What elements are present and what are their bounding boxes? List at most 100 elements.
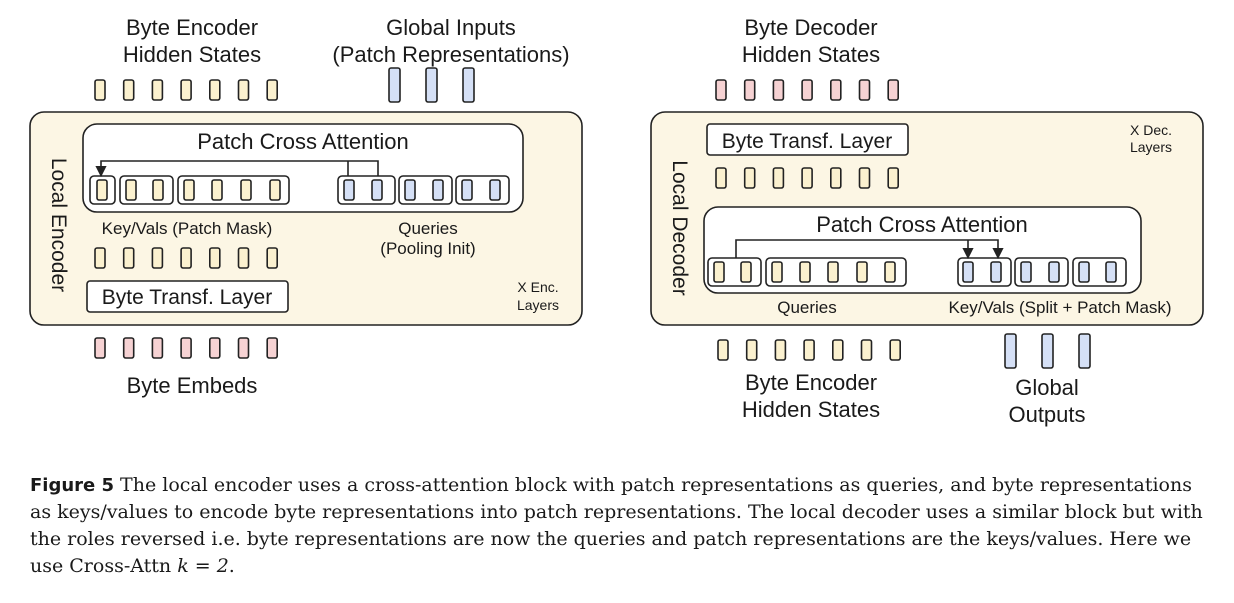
global-inputs-row bbox=[388, 67, 475, 103]
token-cell bbox=[152, 179, 164, 201]
token-cell bbox=[240, 179, 252, 201]
hidden-state-token bbox=[94, 79, 106, 101]
hidden-state-token bbox=[209, 79, 221, 101]
decoder-panel-label: Local Decoder bbox=[668, 160, 691, 295]
token-cell bbox=[183, 179, 195, 201]
caption-text: The local encoder uses a cross-attention… bbox=[30, 474, 1203, 577]
hidden-state-token bbox=[801, 167, 813, 189]
token-cell bbox=[1105, 261, 1117, 283]
decoder-hidden-row bbox=[715, 167, 900, 189]
decoder-hidden-token bbox=[858, 79, 871, 101]
token-cell bbox=[771, 261, 783, 283]
hidden-state-token bbox=[209, 247, 221, 269]
hidden-state-token bbox=[180, 247, 192, 269]
decoder-hidden-token bbox=[801, 79, 813, 101]
encoder-x-layers-label-2: Layers bbox=[517, 297, 559, 313]
decoder-input-row bbox=[717, 339, 902, 361]
token-cell bbox=[799, 261, 811, 283]
caption-math: k = 2 bbox=[177, 555, 229, 577]
token-cell bbox=[1048, 261, 1060, 283]
local-decoder: Byte Decoder Hidden States Local Decoder… bbox=[650, 15, 1204, 427]
encoder-panel-label: Local Encoder bbox=[47, 158, 70, 292]
decoder-bottom-label-1: Byte Encoder bbox=[745, 370, 877, 395]
hidden-state-token bbox=[122, 79, 135, 101]
encoder-layer-label: Byte Transf. Layer bbox=[102, 286, 272, 309]
decoder-byte-transformer-layer bbox=[706, 123, 909, 156]
patch-representation-token bbox=[425, 67, 438, 103]
token-cell bbox=[884, 261, 896, 283]
byte-embeds-row bbox=[94, 337, 279, 359]
byte-embed-token bbox=[237, 337, 250, 359]
encoder-top-label-2: Hidden States bbox=[123, 42, 261, 67]
encoder-pca-title: Patch Cross Attention bbox=[197, 129, 409, 154]
encoder-pca-cells bbox=[89, 175, 510, 205]
global-output-token bbox=[1078, 333, 1091, 369]
byte-embed-token bbox=[209, 337, 221, 359]
hidden-state-token bbox=[237, 79, 250, 101]
token-cell bbox=[404, 179, 416, 201]
patch-representation-token bbox=[388, 67, 401, 103]
token-cell bbox=[1020, 261, 1032, 283]
encoder-hidden-token bbox=[889, 339, 902, 361]
decoder-hidden-token bbox=[829, 79, 842, 101]
hidden-state-token bbox=[237, 247, 250, 269]
decoder-keyvals-label: Key/Vals (Split + Patch Mask) bbox=[948, 298, 1171, 317]
decoder-x-layers-label-2: Layers bbox=[1130, 139, 1172, 155]
decoder-attention-arrow bbox=[735, 239, 1004, 260]
byte-embed-token bbox=[151, 337, 164, 359]
decoder-pca-cells bbox=[707, 257, 1127, 287]
hidden-state-token bbox=[743, 167, 756, 189]
byte-embed-token bbox=[180, 337, 192, 359]
global-inputs-label-1: Global Inputs bbox=[386, 15, 516, 40]
encoder-top-label-1: Byte Encoder bbox=[126, 15, 258, 40]
byte-embed-token bbox=[266, 337, 279, 359]
hidden-state-token bbox=[94, 247, 106, 269]
decoder-layer-label: Byte Transf. Layer bbox=[722, 130, 892, 153]
caption-label: Figure 5 bbox=[30, 475, 115, 496]
token-cell bbox=[461, 179, 473, 201]
hidden-state-token bbox=[772, 167, 785, 189]
encoder-hidden-token bbox=[803, 339, 815, 361]
global-outputs-row bbox=[1004, 333, 1091, 369]
encoder-output-row bbox=[94, 79, 279, 101]
architecture-diagram: Byte Encoder Hidden States Global Inputs… bbox=[29, 15, 1204, 427]
patch-representation-token bbox=[462, 67, 475, 103]
decoder-top-label-1: Byte Decoder bbox=[744, 15, 877, 40]
encoder-byte-transformer-layer bbox=[86, 280, 289, 313]
global-inputs-label-2: (Patch Representations) bbox=[332, 42, 569, 67]
decoder-hidden-token bbox=[772, 79, 785, 101]
token-cell bbox=[211, 179, 223, 201]
hidden-state-token bbox=[715, 167, 727, 189]
decoder-pca-title: Patch Cross Attention bbox=[816, 212, 1028, 237]
hidden-state-token bbox=[122, 247, 135, 269]
encoder-hidden-token bbox=[774, 339, 787, 361]
token-cell bbox=[371, 179, 383, 201]
encoder-keyvals-label: Key/Vals (Patch Mask) bbox=[102, 219, 273, 238]
decoder-queries-label: Queries bbox=[777, 298, 837, 317]
encoder-queries-label-1: Queries bbox=[398, 219, 458, 238]
token-cell bbox=[740, 261, 752, 283]
encoder-hidden-token bbox=[831, 339, 844, 361]
encoder-hidden-token bbox=[717, 339, 729, 361]
encoder-hidden-token bbox=[745, 339, 758, 361]
hidden-state-token bbox=[180, 79, 192, 101]
token-cell bbox=[125, 179, 137, 201]
hidden-state-token bbox=[151, 247, 164, 269]
global-outputs-label-1: Global bbox=[1015, 375, 1079, 400]
hidden-state-token bbox=[829, 167, 842, 189]
encoder-hidden-row bbox=[94, 247, 279, 269]
hidden-state-token bbox=[151, 79, 164, 101]
decoder-output-row bbox=[715, 79, 900, 101]
decoder-x-layers-label-1: X Dec. bbox=[1130, 122, 1172, 138]
global-outputs-label-2: Outputs bbox=[1008, 402, 1085, 427]
hidden-state-token bbox=[266, 79, 279, 101]
encoder-x-layers-label-1: X Enc. bbox=[517, 279, 558, 295]
token-cell bbox=[827, 261, 839, 283]
global-output-token bbox=[1041, 333, 1054, 369]
hidden-state-token bbox=[266, 247, 279, 269]
token-cell bbox=[269, 179, 281, 201]
token-cell bbox=[489, 179, 501, 201]
caption-end: . bbox=[228, 555, 235, 577]
token-group bbox=[177, 175, 290, 205]
